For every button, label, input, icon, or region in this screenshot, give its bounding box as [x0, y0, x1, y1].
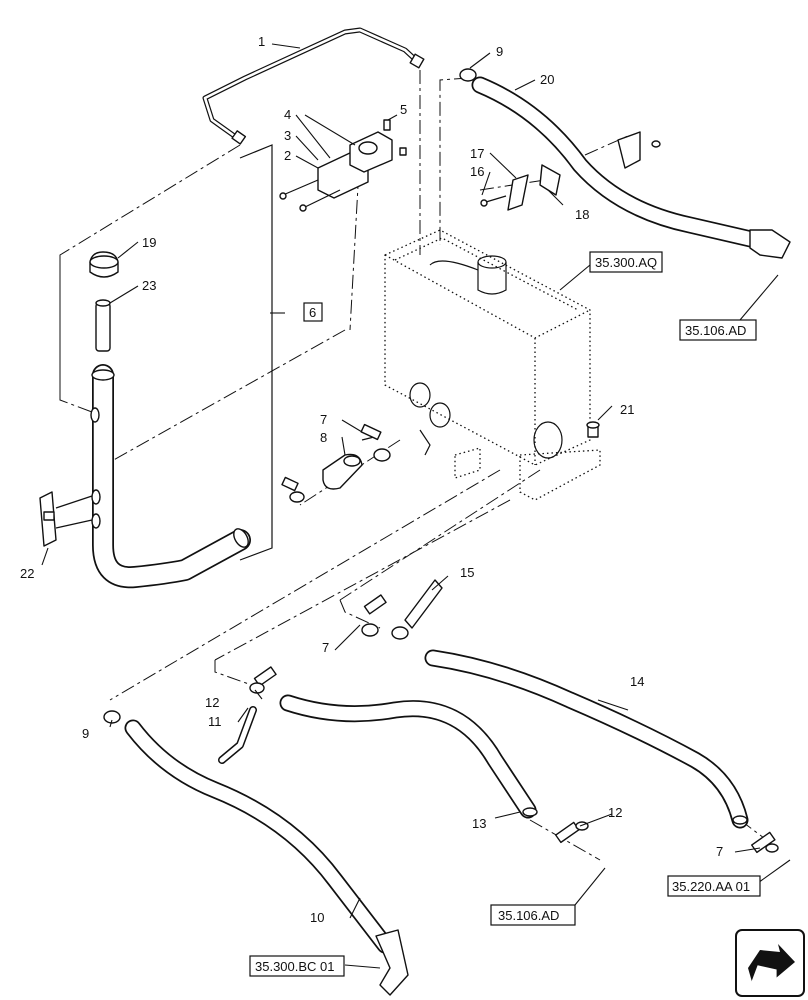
callout-18: 18 [575, 207, 589, 222]
callout-20: 20 [540, 72, 554, 87]
callout-22: 22 [20, 566, 34, 581]
callout-16: 16 [470, 164, 484, 179]
callout-9-bottom: 9 [82, 726, 89, 741]
callout-4: 4 [284, 107, 291, 122]
reference-labels: 35.300.AQ 35.106.AD 35.106.AD 35.220.AA … [249, 251, 761, 977]
callout-8: 8 [320, 430, 327, 445]
callout-1: 1 [258, 34, 265, 49]
leader-lines [41, 43, 791, 969]
part-13-hose [279, 694, 538, 819]
callout-12-left: 12 [205, 695, 219, 710]
ref-35-106-ad-lower-text: 35.106.AD [498, 908, 559, 923]
ref-35-300-aq[interactable]: 35.300.AQ [589, 251, 663, 273]
part-15-and-7-clamps [361, 579, 779, 854]
ref-35-106-ad-upper[interactable]: 35.106.AD [679, 319, 757, 341]
callout-3: 3 [284, 128, 291, 143]
part-22-bracket [39, 491, 93, 547]
ref-35-106-ad-lower[interactable]: 35.106.AD [490, 904, 576, 926]
callout-2: 2 [284, 148, 291, 163]
next-page-arrow-icon[interactable] [735, 929, 805, 997]
callout-13: 13 [472, 816, 486, 831]
callout-9-top: 9 [496, 44, 503, 59]
part-7-clamp-upper [281, 423, 391, 503]
callout-12-right: 12 [608, 805, 622, 820]
parts-16-17-18 [480, 164, 561, 211]
ref-35-220-aa-01-text: 35.220.AA 01 [672, 879, 750, 894]
ref-35-300-aq-text: 35.300.AQ [595, 255, 657, 270]
callout-6: 6 [309, 305, 316, 320]
part-8-short-hose [322, 453, 363, 490]
part-1-steel-line [202, 27, 425, 145]
filler-tube [90, 364, 251, 589]
callout-21: 21 [620, 402, 634, 417]
callout-10: 10 [310, 910, 324, 925]
ref-35-300-bc-01[interactable]: 35.300.BC 01 [249, 955, 345, 977]
part-23-strainer [95, 299, 111, 352]
callout-23: 23 [142, 278, 156, 293]
part-20-upper-hose [459, 68, 791, 259]
callout-7-right: 7 [716, 844, 723, 859]
callout-7-middle: 7 [322, 640, 329, 655]
part-11-tube [218, 706, 257, 764]
part-12-fittings [249, 666, 589, 844]
clamp-assembly [279, 119, 407, 212]
callout-19: 19 [142, 235, 156, 250]
part-6-panel-outline [239, 144, 273, 561]
ref-35-300-bc-01-text: 35.300.BC 01 [255, 959, 335, 974]
callout-6-box [303, 302, 323, 322]
part-21-fitting [586, 421, 600, 438]
part-14-hose [424, 649, 749, 829]
callout-15: 15 [460, 565, 474, 580]
hydraulic-tank [384, 229, 601, 501]
callout-17: 17 [470, 146, 484, 161]
callout-11: 11 [208, 714, 222, 729]
callout-5: 5 [400, 102, 407, 117]
callout-7-upper: 7 [320, 412, 327, 427]
callout-numbers: 1 2 3 4 5 6 7 7 7 8 9 9 10 11 12 12 13 1… [20, 34, 723, 925]
part-10-hose [103, 710, 409, 996]
ref-35-106-ad-upper-text: 35.106.AD [685, 323, 746, 338]
ref-35-220-aa-01[interactable]: 35.220.AA 01 [667, 875, 761, 897]
part-19-filler-cap [89, 251, 119, 278]
callout-14: 14 [630, 674, 644, 689]
